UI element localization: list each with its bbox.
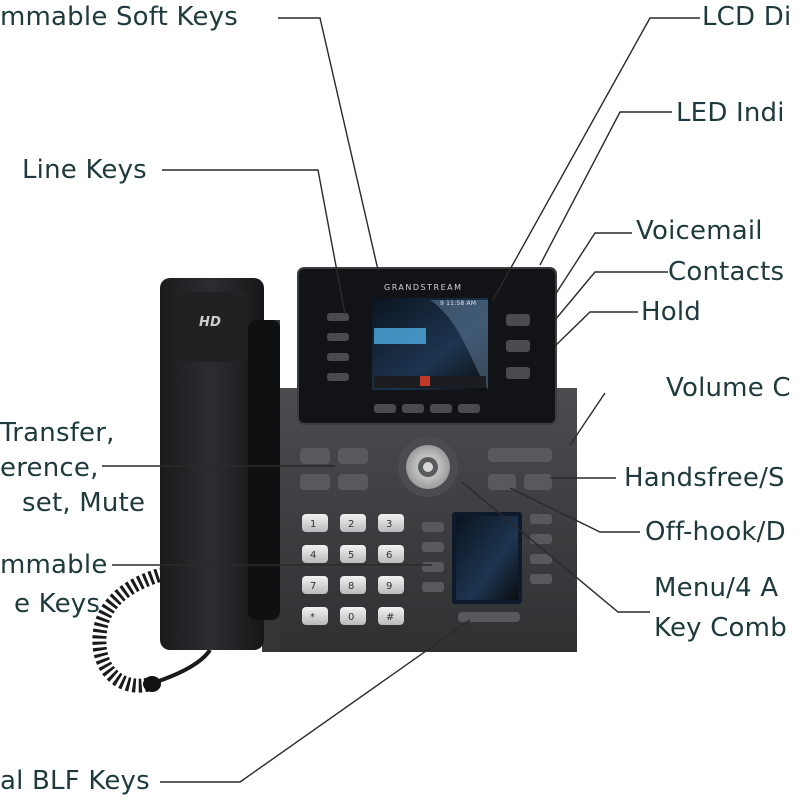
- label-hold: Hold: [641, 297, 701, 327]
- keypad-key: [340, 545, 366, 563]
- keypad-key-label: 3: [386, 519, 392, 530]
- keypad-key: [378, 514, 404, 532]
- leader-lines: [102, 17, 700, 783]
- keypad-key-label: 9: [386, 581, 392, 592]
- keypad-key: [340, 514, 366, 532]
- label-blf-keys: al BLF Keys: [0, 766, 150, 796]
- handset-cord: [92, 565, 212, 693]
- keypad-key-label: 5: [348, 550, 354, 561]
- handset-hd-badge: HD: [199, 315, 222, 330]
- keypad-key: [340, 607, 366, 625]
- blf-panel: [422, 512, 552, 622]
- keypad-key-label: 6: [386, 550, 392, 561]
- function-keys: [300, 448, 552, 490]
- keypad-key: [302, 576, 328, 594]
- label-menu-line2: Key Comb: [654, 613, 787, 643]
- handset: [160, 278, 280, 650]
- label-voicemail: Voicemail: [636, 216, 763, 246]
- label-led-indicator: LED Indi: [676, 98, 785, 128]
- navigation-cluster: [398, 437, 458, 497]
- keypad-key: [302, 607, 328, 625]
- keypad-key-label: 8: [348, 581, 354, 592]
- keypad-key: [378, 545, 404, 563]
- label-transfer-line3: set, Mute: [22, 488, 146, 518]
- keypad-key-label: *: [310, 612, 315, 623]
- keypad-key: [340, 576, 366, 594]
- label-programmable-keys-line1: mmable: [0, 550, 108, 580]
- keypad-key-label: 7: [310, 581, 316, 592]
- keypad-key-label: 4: [310, 550, 316, 561]
- brand-logo: GRANDSTREAM: [384, 283, 463, 292]
- label-lcd-display: LCD Di: [702, 2, 792, 32]
- screen-status-time: 9 11:58 AM: [440, 300, 477, 307]
- label-line-keys: Line Keys: [22, 155, 147, 185]
- label-transfer-line2: erence,: [0, 453, 99, 483]
- keypad-key-label: 1: [310, 519, 316, 530]
- keypad-key: [302, 514, 328, 532]
- keypad-key-label: 0: [348, 612, 354, 623]
- keypad-key-label: #: [386, 612, 394, 623]
- label-volume-control: Volume C: [666, 373, 791, 403]
- label-programmable-keys-line2: e Keys: [14, 589, 101, 619]
- label-off-hook: Off-hook/D: [645, 517, 786, 547]
- keypad-key: [378, 576, 404, 594]
- keypad-key: [378, 607, 404, 625]
- label-contacts: Contacts: [668, 257, 785, 287]
- keypad-key-label: 2: [348, 519, 354, 530]
- keypad: 1 2 3 4 5 6 7 8 9 * 0 #: [302, 514, 404, 625]
- label-menu-line1: Menu/4 A: [654, 573, 779, 603]
- label-handsfree: Handsfree/S: [624, 463, 785, 493]
- label-programmable-soft-keys: mmable Soft Keys: [0, 2, 239, 32]
- label-transfer-line1: Transfer,: [0, 418, 115, 448]
- keypad-key: [302, 545, 328, 563]
